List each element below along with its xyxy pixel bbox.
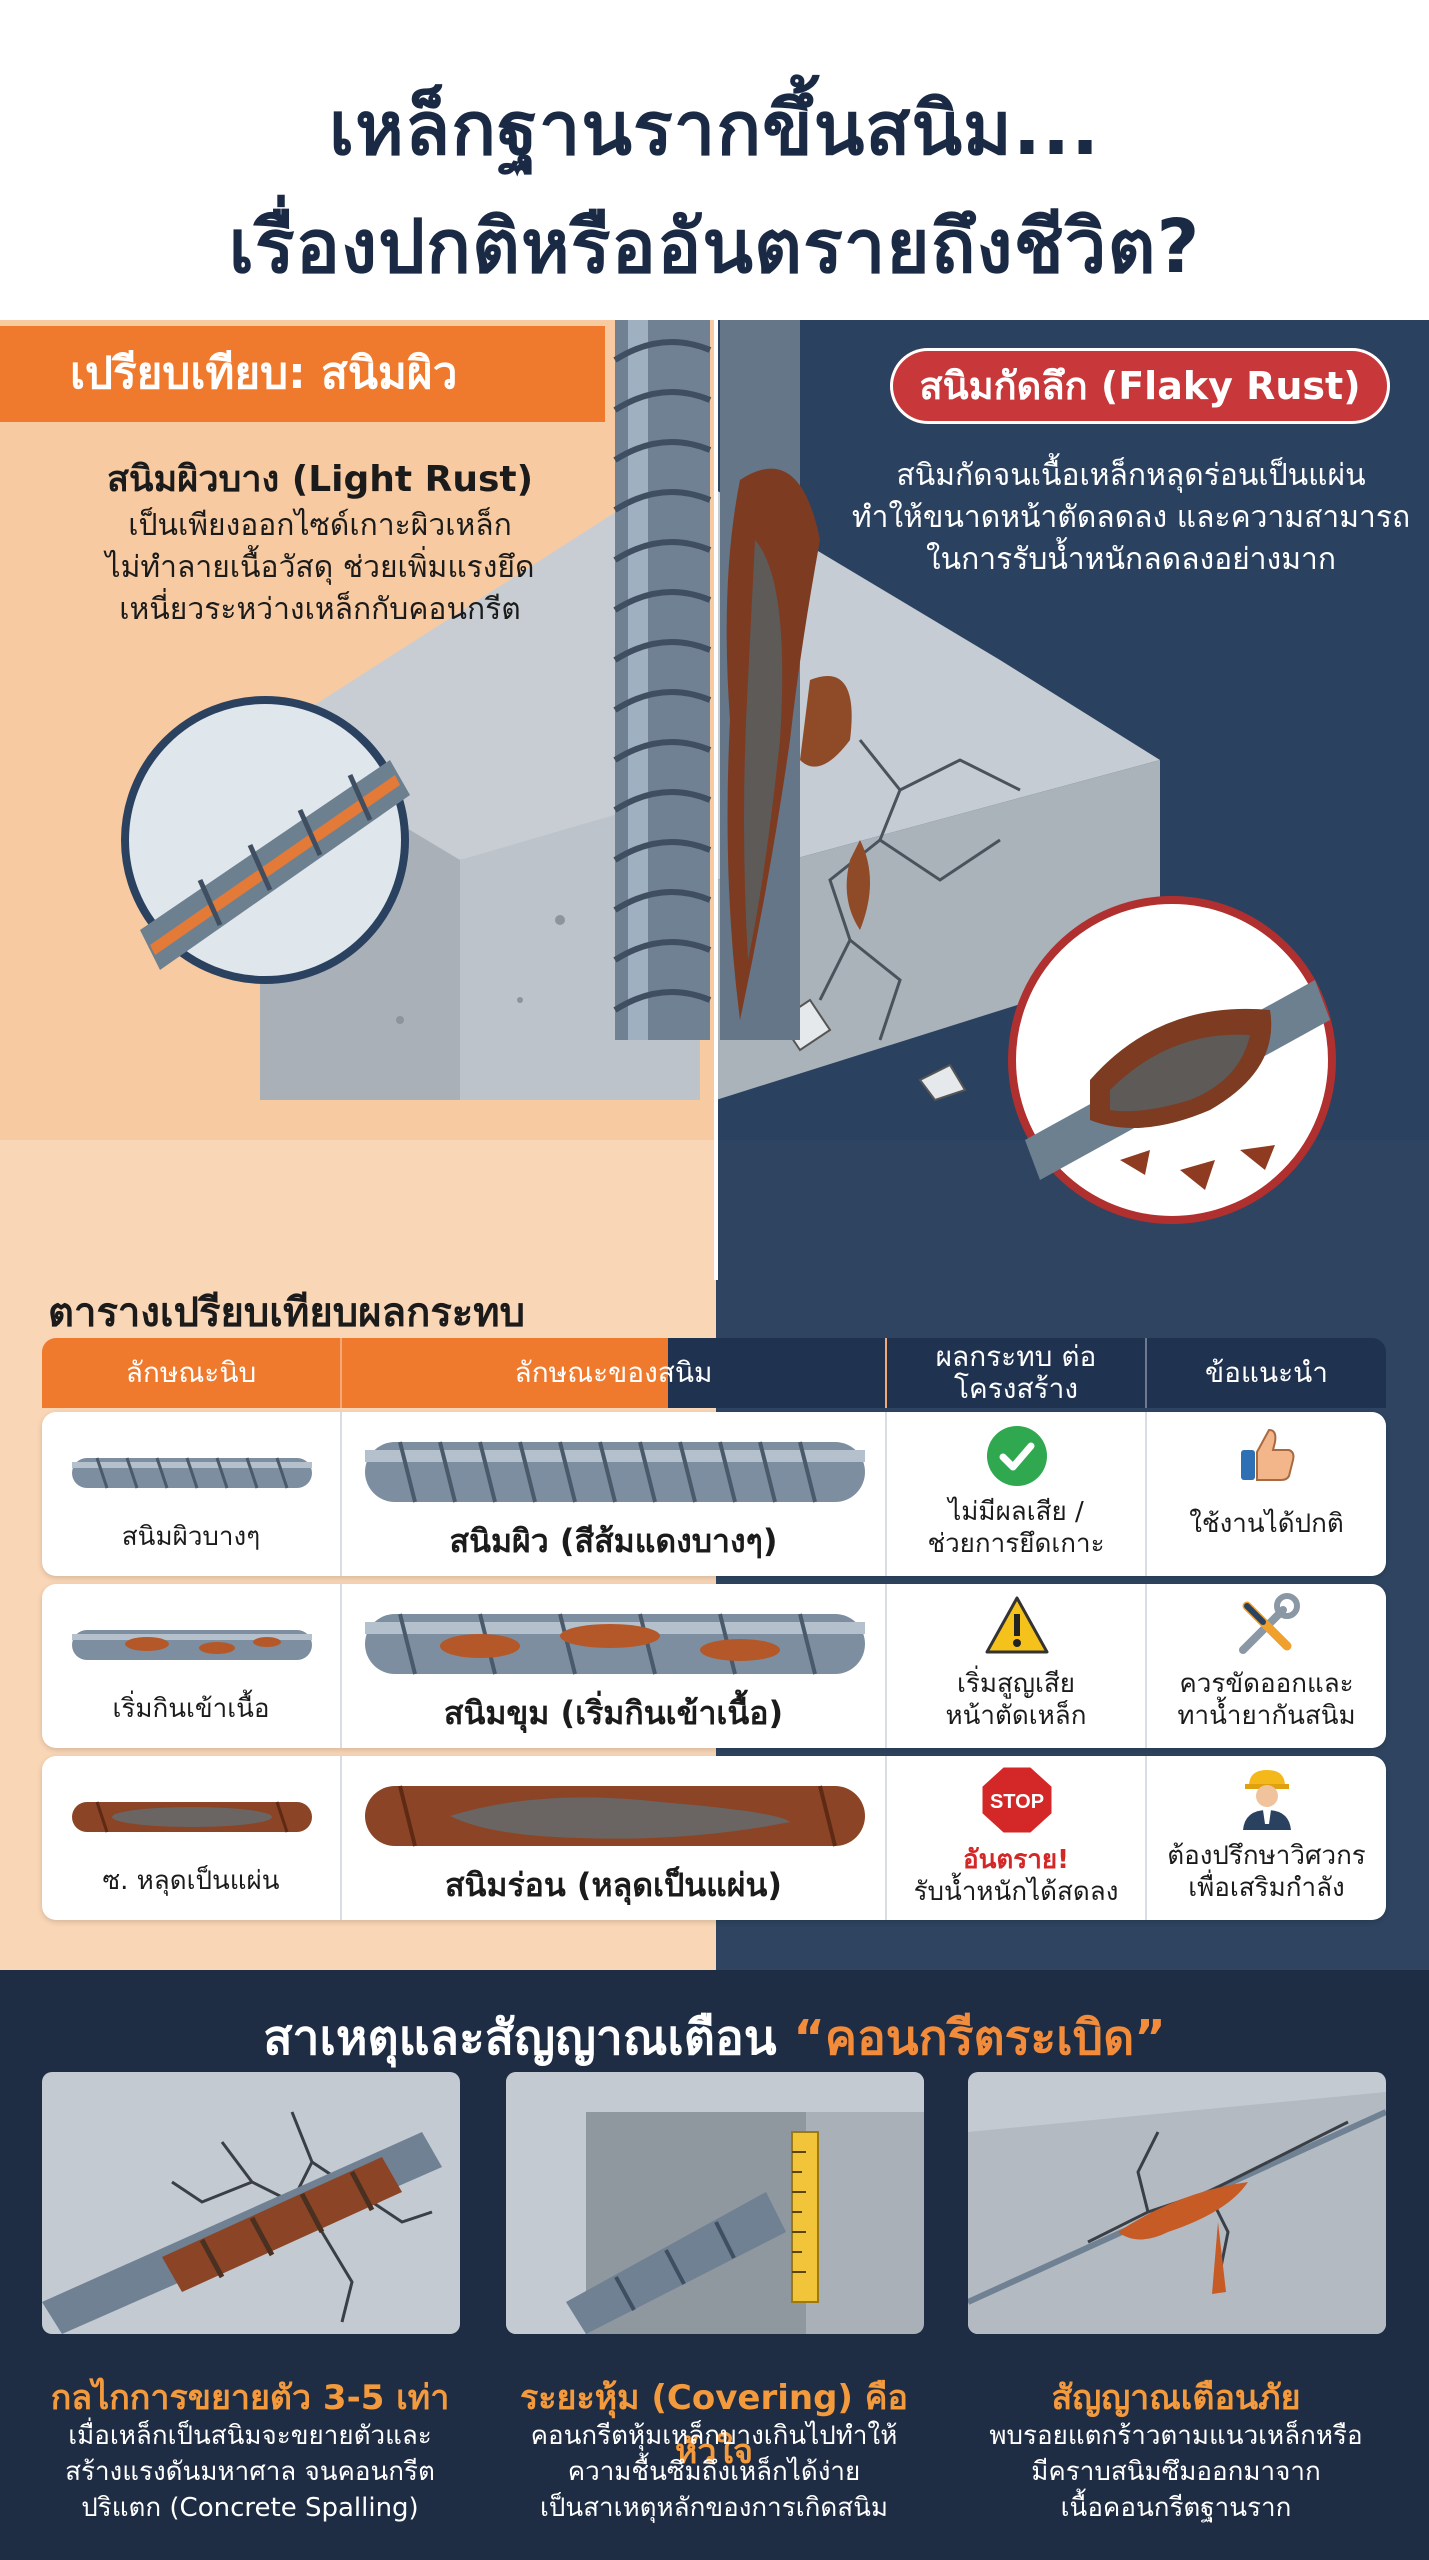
flaky-rust-magnifier [1008, 896, 1336, 1224]
table-row-pitting: เริ่มกินเข้าเนื้อ สนิมขุม (เริ่มกินเข้าเ… [42, 1584, 1386, 1748]
header-advice: ข้อแนะนำ [1147, 1338, 1386, 1408]
table-row-light: สนิมผิวบางๆ สนิมผิว (สีส้มแดงบางๆ) ไม่มี… [42, 1412, 1386, 1576]
tools-icon [1239, 1593, 1300, 1654]
large-rebar-label: สนิมร่อน (หลุดเป็นแผ่น) [444, 1866, 783, 1904]
header-sample: ลักษณะนิบ [42, 1338, 342, 1408]
warning-sign-card-title: สัญญาณเตือนภัย [1051, 2378, 1301, 2418]
light-rust-body-line: ไม่ทำลายเนื้อวัสดุ ช่วยเพิ่มแรงยึด [105, 550, 535, 585]
light-rust-magnifier [121, 696, 410, 984]
large-rebar-label: สนิมผิว (สีส้มแดงบางๆ) [449, 1522, 778, 1560]
impact-line: เริ่มสูญเสีย [956, 1669, 1075, 1699]
large-rebar-light-icon [365, 1441, 865, 1503]
flaky-rust-body-line: ในการรับน้ำหนักลดลงอย่างมาก [925, 542, 1336, 577]
page-header: เหล็กฐานรากขึ้นสนิม... เรื่องปกติหรืออัน… [0, 0, 1429, 320]
danger-label: อันตราย! [963, 1845, 1069, 1875]
impact-line: ช่วยการยึดเกาะ [927, 1529, 1105, 1559]
foundation-illustration [121, 320, 1336, 1280]
light-rust-body-line: เหนี่ยวระหว่างเหล็กกับคอนกรีต [119, 592, 521, 627]
covering-card-body: คอนกรีตหุ้มเหล็กบางเกินไปทำให้ ความชื้นซ… [530, 2421, 898, 2523]
warning-sign-card-body: พบรอยแตกร้าวตามแนวเหล็กหรือ มีคราบสนิมซึ… [989, 2421, 1363, 2523]
light-rust-banner: เปรียบเทียบ: สนิมผิว [0, 326, 605, 422]
advice-line: ทาน้ำยากันสนิม [1177, 1701, 1356, 1731]
table-header: ลักษณะนิบ ลักษณะของสนิม ผลกระทบ ต่อโครงส… [42, 1338, 1386, 1408]
left-rebar [613, 320, 712, 1040]
flaky-rust-description: สนิมกัดจนเนื้อเหล็กหลุดร่อนเป็นแผ่น ทำให… [846, 455, 1416, 581]
header-rust-type: ลักษณะของสนิม [342, 1338, 887, 1408]
impact-line: ไม่มีผลเสีย / [948, 1497, 1084, 1527]
large-rebar-pitting-icon [365, 1613, 865, 1675]
advice-line: ต้องปรึกษาวิศวกร [1167, 1841, 1366, 1871]
header-impact: ผลกระทบ ต่อโครงสร้าง [887, 1338, 1147, 1408]
small-rebar-pitting-icon [72, 1630, 312, 1660]
stop-icon: STOP [979, 1764, 1055, 1836]
causes-title: สาเหตุและสัญญาณเตือน “คอนกรีตระเบิด” [0, 2000, 1429, 2076]
right-rebar [720, 320, 870, 1040]
covering-card-title: ระยะหุ้ม (Covering) คือหัวใจ [520, 2378, 908, 2472]
check-icon [987, 1426, 1047, 1486]
thumbs-up-icon [1241, 1428, 1295, 1481]
covering-card-image [506, 2072, 924, 2334]
small-rebar-light-icon [72, 1457, 312, 1489]
causes-title-highlight: “คอนกรีตระเบิด” [793, 2010, 1166, 2066]
stop-label: STOP [990, 1791, 1044, 1813]
advice-line: ควรขัดออกและ [1179, 1669, 1354, 1699]
table-title: ตารางเปรียบเทียบผลกระทบ [48, 1290, 526, 1336]
flaky-rust-body-line: สนิมกัดจนเนื้อเหล็กหลุดร่อนเป็นแผ่น [896, 458, 1366, 493]
advice-line: เพื่อเสริมกำลัง [1188, 1873, 1345, 1903]
large-rebar-label: สนิมขุม (เริ่มกินเข้าเนื้อ) [443, 1694, 784, 1732]
small-rebar-label: สนิมผิวบางๆ [121, 1522, 261, 1552]
expansion-card-title: กลไกการขยายตัว 3-5 เท่า [50, 2378, 450, 2418]
light-rust-description: สนิมผิวบาง (Light Rust) เป็นเพียงออกไซด์… [20, 455, 620, 631]
impact-line: หน้าตัดเหล็ก [945, 1701, 1087, 1731]
table-row-flaky: ซ. หลุดเป็นแผ่น สนิมร่อน (หลุดเป็นแผ่น) … [42, 1756, 1386, 1920]
advice-line: ใช้งานได้ปกติ [1189, 1509, 1344, 1539]
small-rebar-label: ซ. หลุดเป็นแผ่น [102, 1866, 280, 1896]
expansion-card-image [42, 2072, 460, 2334]
engineer-icon [1243, 1770, 1291, 1830]
light-rust-title: สนิมผิวบาง (Light Rust) [106, 459, 534, 500]
light-rust-body-line: เป็นเพียงออกไซด์เกาะผิวเหล็ก [128, 508, 512, 543]
warning-sign-card-image [968, 2072, 1386, 2334]
page-title-line2: เรื่องปกติหรืออันตรายถึงชีวิต? [228, 204, 1201, 290]
small-rebar-flaky-icon [72, 1801, 312, 1833]
small-rebar-label: เริ่มกินเข้าเนื้อ [112, 1694, 270, 1724]
expansion-card-body: เมื่อเหล็กเป็นสนิมจะขยายตัวและ สร้างแรงด… [65, 2421, 435, 2523]
flaky-rust-body-line: ทำให้ขนาดหน้าตัดลดลง และความสามารถ [851, 500, 1411, 535]
large-rebar-flaky-icon [365, 1785, 865, 1847]
warning-icon [985, 1596, 1049, 1654]
impact-line: รับน้ำหนักได้สดลง [913, 1877, 1119, 1907]
causes-title-prefix: สาเหตุและสัญญาณเตือน [263, 2010, 794, 2066]
flaky-rust-banner: สนิมกัดลึก (Flaky Rust) [890, 348, 1390, 424]
page-title-line1: เหล็กฐานรากขึ้นสนิม... [328, 86, 1101, 172]
